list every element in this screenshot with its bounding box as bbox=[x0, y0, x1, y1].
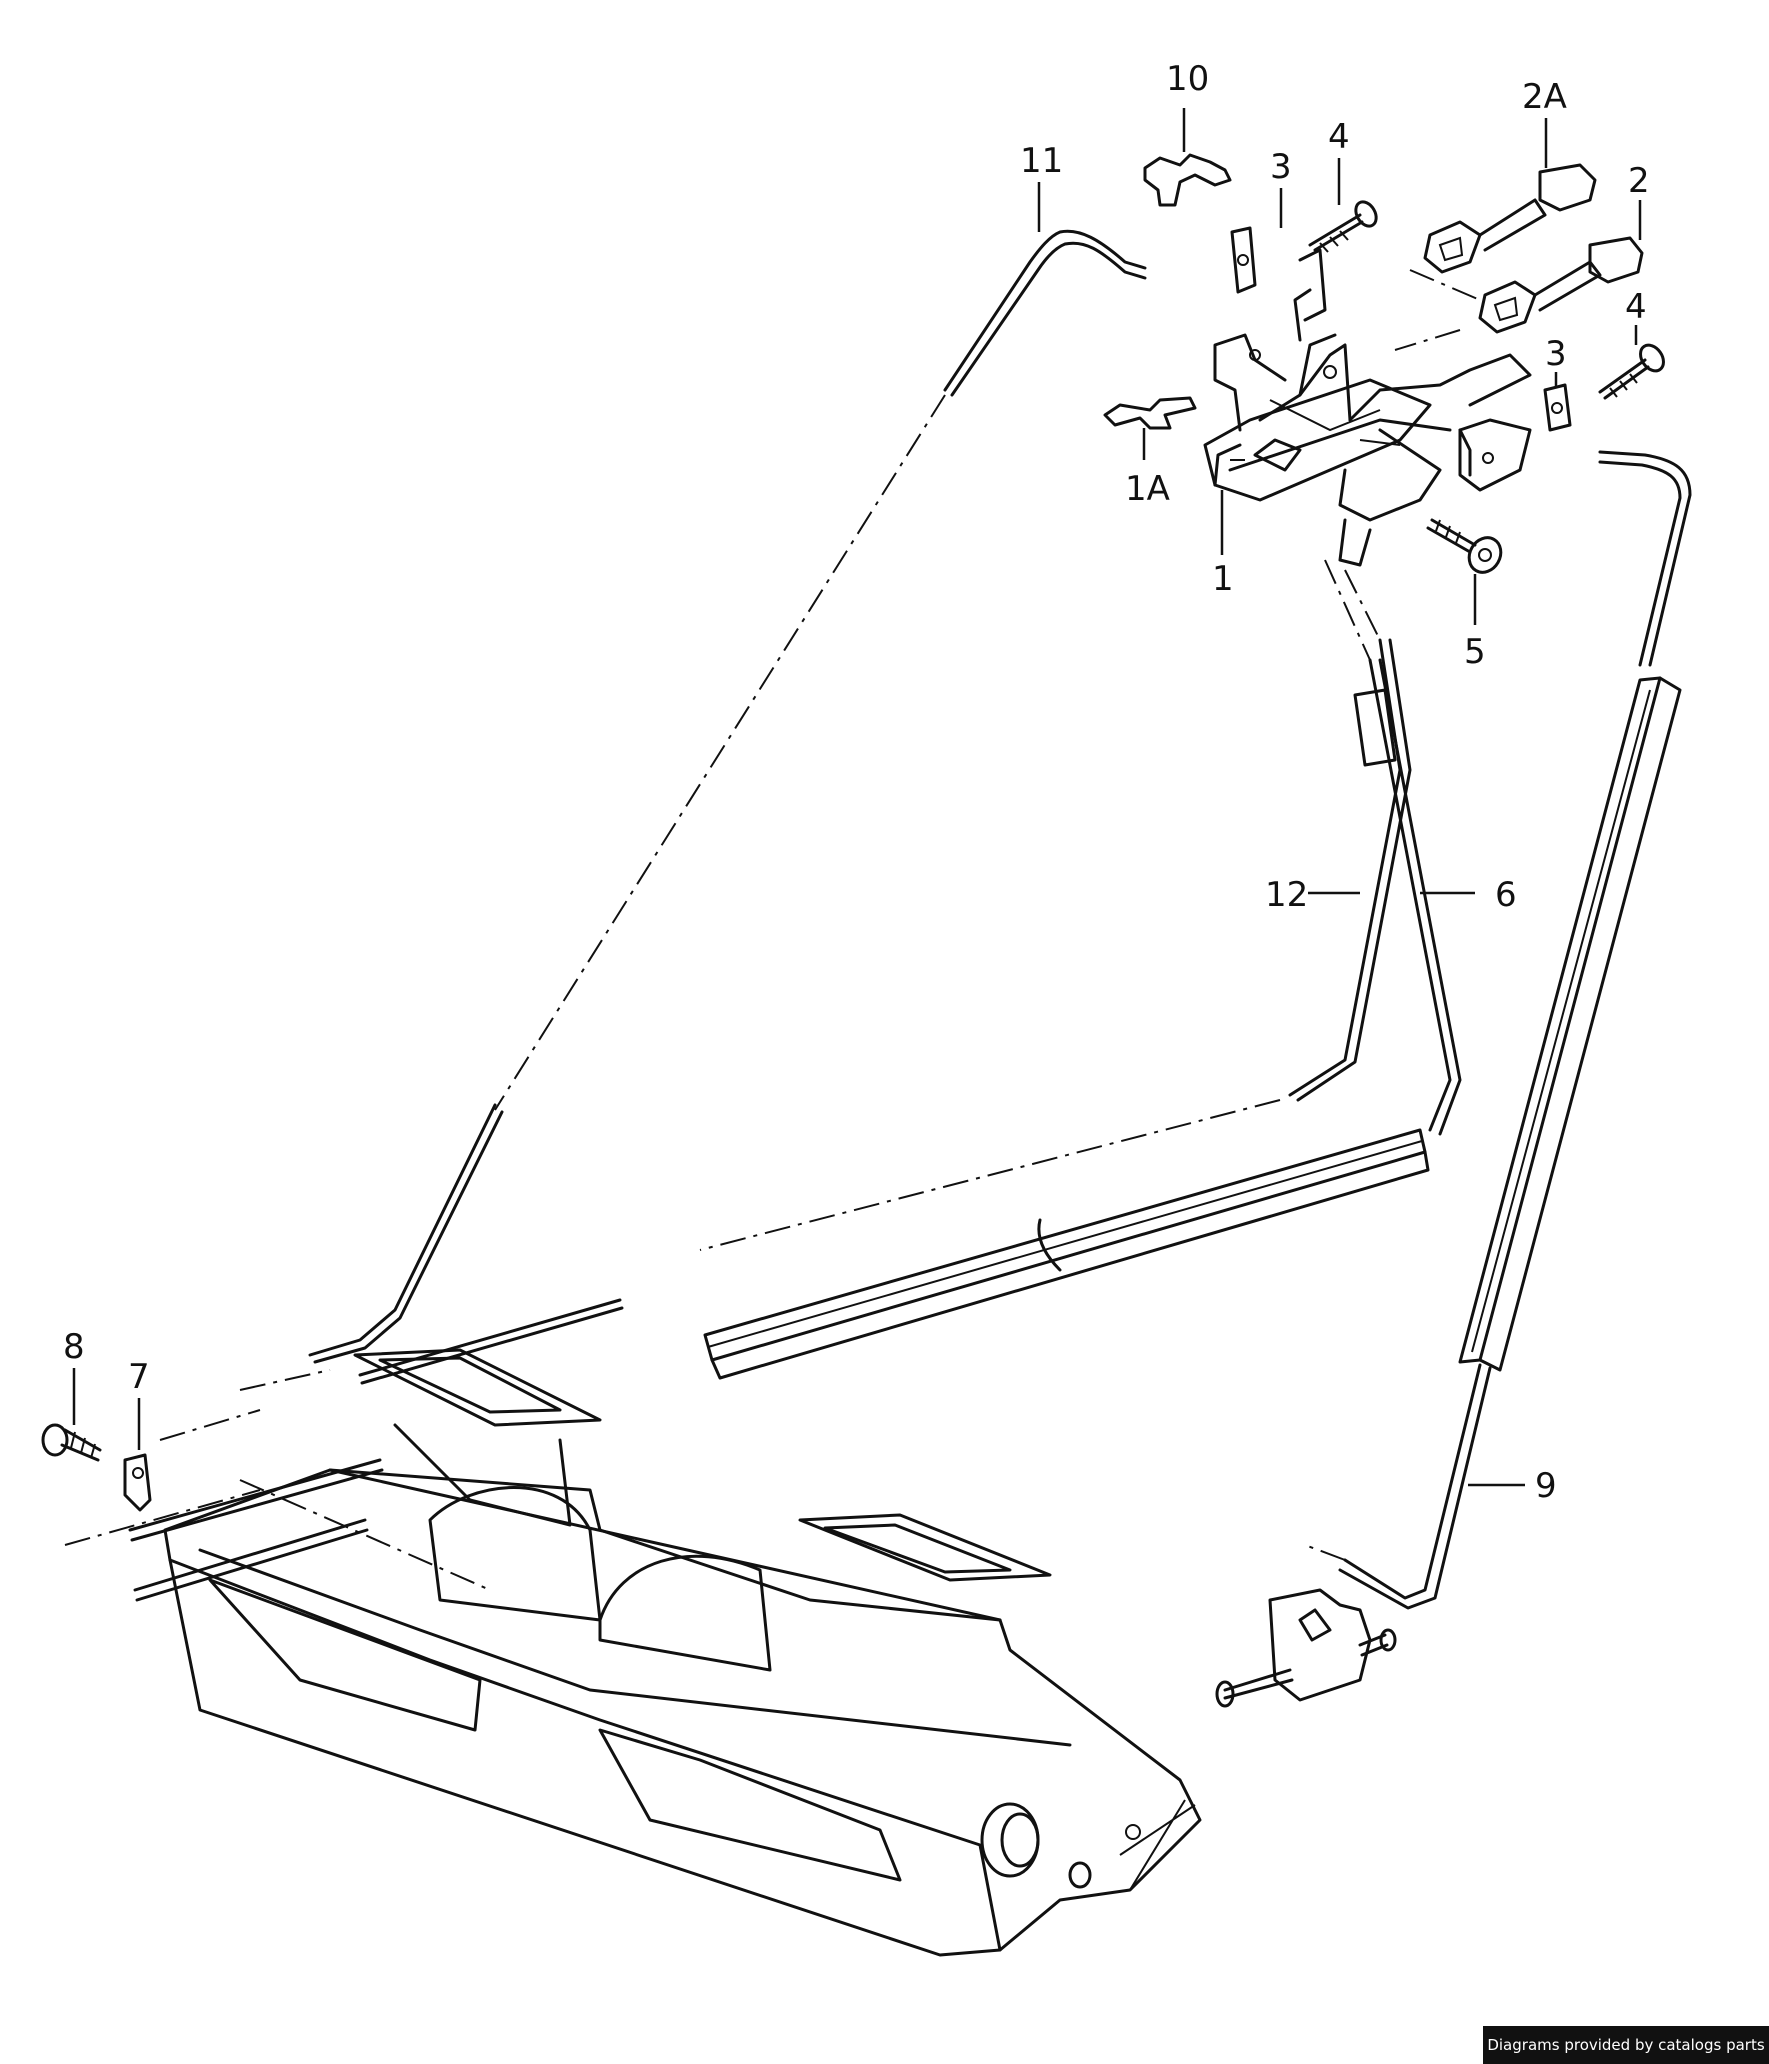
channel-rail-center bbox=[703, 1128, 1430, 1380]
assembly-line-3 bbox=[64, 1489, 261, 1546]
callout-4-upper: 4 bbox=[1328, 117, 1350, 157]
knob-2a bbox=[1423, 163, 1597, 274]
callout-9: 9 bbox=[1535, 1466, 1557, 1506]
heater-housing bbox=[163, 1348, 1202, 1957]
callout-11: 11 bbox=[1020, 141, 1063, 181]
cable-11 bbox=[308, 229, 1147, 1364]
callout-6: 6 bbox=[1495, 875, 1517, 915]
cable-6 bbox=[1324, 559, 1462, 1136]
assembly-line-2 bbox=[159, 1409, 261, 1441]
callout-1: 1 bbox=[1212, 559, 1234, 599]
assembly-line-1 bbox=[239, 1369, 331, 1391]
footer-credit: Diagrams provided by catalogs parts bbox=[1483, 2026, 1769, 2064]
control-lever-unit bbox=[1203, 248, 1532, 567]
bracket-7 bbox=[123, 1453, 152, 1512]
cable-9 bbox=[1304, 450, 1692, 1610]
cable-12 bbox=[358, 569, 1412, 1385]
plate-3-upper bbox=[1230, 226, 1257, 294]
screw-8 bbox=[41, 1423, 102, 1462]
clip-1a bbox=[1103, 396, 1197, 430]
callout-4-right: 4 bbox=[1625, 287, 1647, 327]
channel-rail-right bbox=[1458, 676, 1682, 1372]
plate-3-right bbox=[1543, 383, 1572, 432]
callout-1a: 1A bbox=[1125, 469, 1170, 509]
callout-8: 8 bbox=[63, 1327, 85, 1367]
valve-body bbox=[1215, 1588, 1397, 1708]
screw-5 bbox=[1426, 518, 1503, 574]
leader-lines bbox=[72, 108, 1642, 1487]
callout-2: 2 bbox=[1628, 161, 1650, 201]
callout-3-upper: 3 bbox=[1270, 147, 1292, 187]
knob-2 bbox=[1478, 236, 1644, 334]
callout-2a: 2A bbox=[1522, 77, 1567, 117]
callout-5: 5 bbox=[1464, 632, 1486, 672]
callout-12: 12 bbox=[1265, 875, 1308, 915]
callout-7: 7 bbox=[128, 1357, 150, 1397]
callout-10: 10 bbox=[1166, 59, 1209, 99]
clip-10 bbox=[1143, 153, 1232, 207]
screw-4-right bbox=[1598, 343, 1665, 400]
rod-left bbox=[128, 1458, 384, 1542]
rod-lower bbox=[133, 1518, 369, 1602]
screw-4-upper bbox=[1308, 200, 1378, 253]
callout-3-right: 3 bbox=[1545, 334, 1567, 374]
